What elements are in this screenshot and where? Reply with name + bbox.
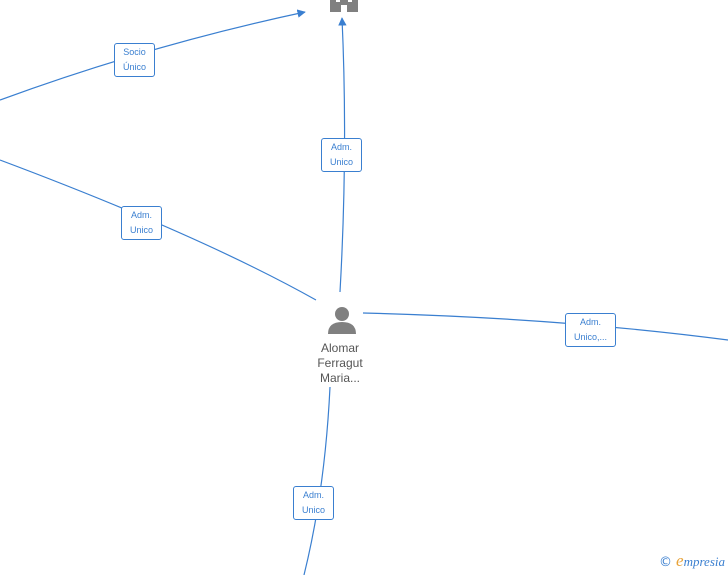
edge-label-line: Unico [129, 225, 153, 235]
edge-label-line: Unico [329, 157, 353, 167]
edge-label-adm-unico-left[interactable]: Adm. Unico [121, 206, 162, 240]
person-name[interactable]: Alomar Ferragut Maria... [295, 341, 385, 386]
edge-label-socio-unico[interactable]: Socio Único [114, 43, 155, 77]
person-icon[interactable] [328, 307, 356, 334]
edge-label-adm-unico-company[interactable]: Adm. Unico [321, 138, 362, 172]
edge-label-line: Adm. [130, 210, 152, 220]
building-icon[interactable] [330, 0, 358, 12]
edge-label-line: Único [122, 62, 146, 72]
edge-label-line: Unico [301, 505, 325, 515]
person-name-line: Alomar [320, 341, 359, 355]
edge-label-line: Adm. [302, 490, 324, 500]
edge-left-person [0, 159, 317, 301]
person-name-line: Ferragut [317, 356, 363, 370]
edge-label-adm-unico-bottom[interactable]: Adm. Unico [293, 486, 334, 520]
brand-logo: ©empresia [659, 551, 725, 571]
edge-person-right [362, 312, 728, 341]
brand-name: mpresia [683, 554, 725, 569]
edge-label-line: Adm. [330, 142, 352, 152]
brand-initial: e [676, 551, 684, 570]
edge-label-line: Unico,... [573, 332, 607, 342]
edge-label-line: Adm. [579, 317, 601, 327]
edge-label-line: Socio [123, 47, 146, 57]
copyright-icon: © [659, 555, 673, 570]
edge-person-bottom [303, 386, 331, 575]
edge-label-adm-unico-right[interactable]: Adm. Unico,... [565, 313, 616, 347]
person-name-line: Maria... [319, 371, 360, 385]
